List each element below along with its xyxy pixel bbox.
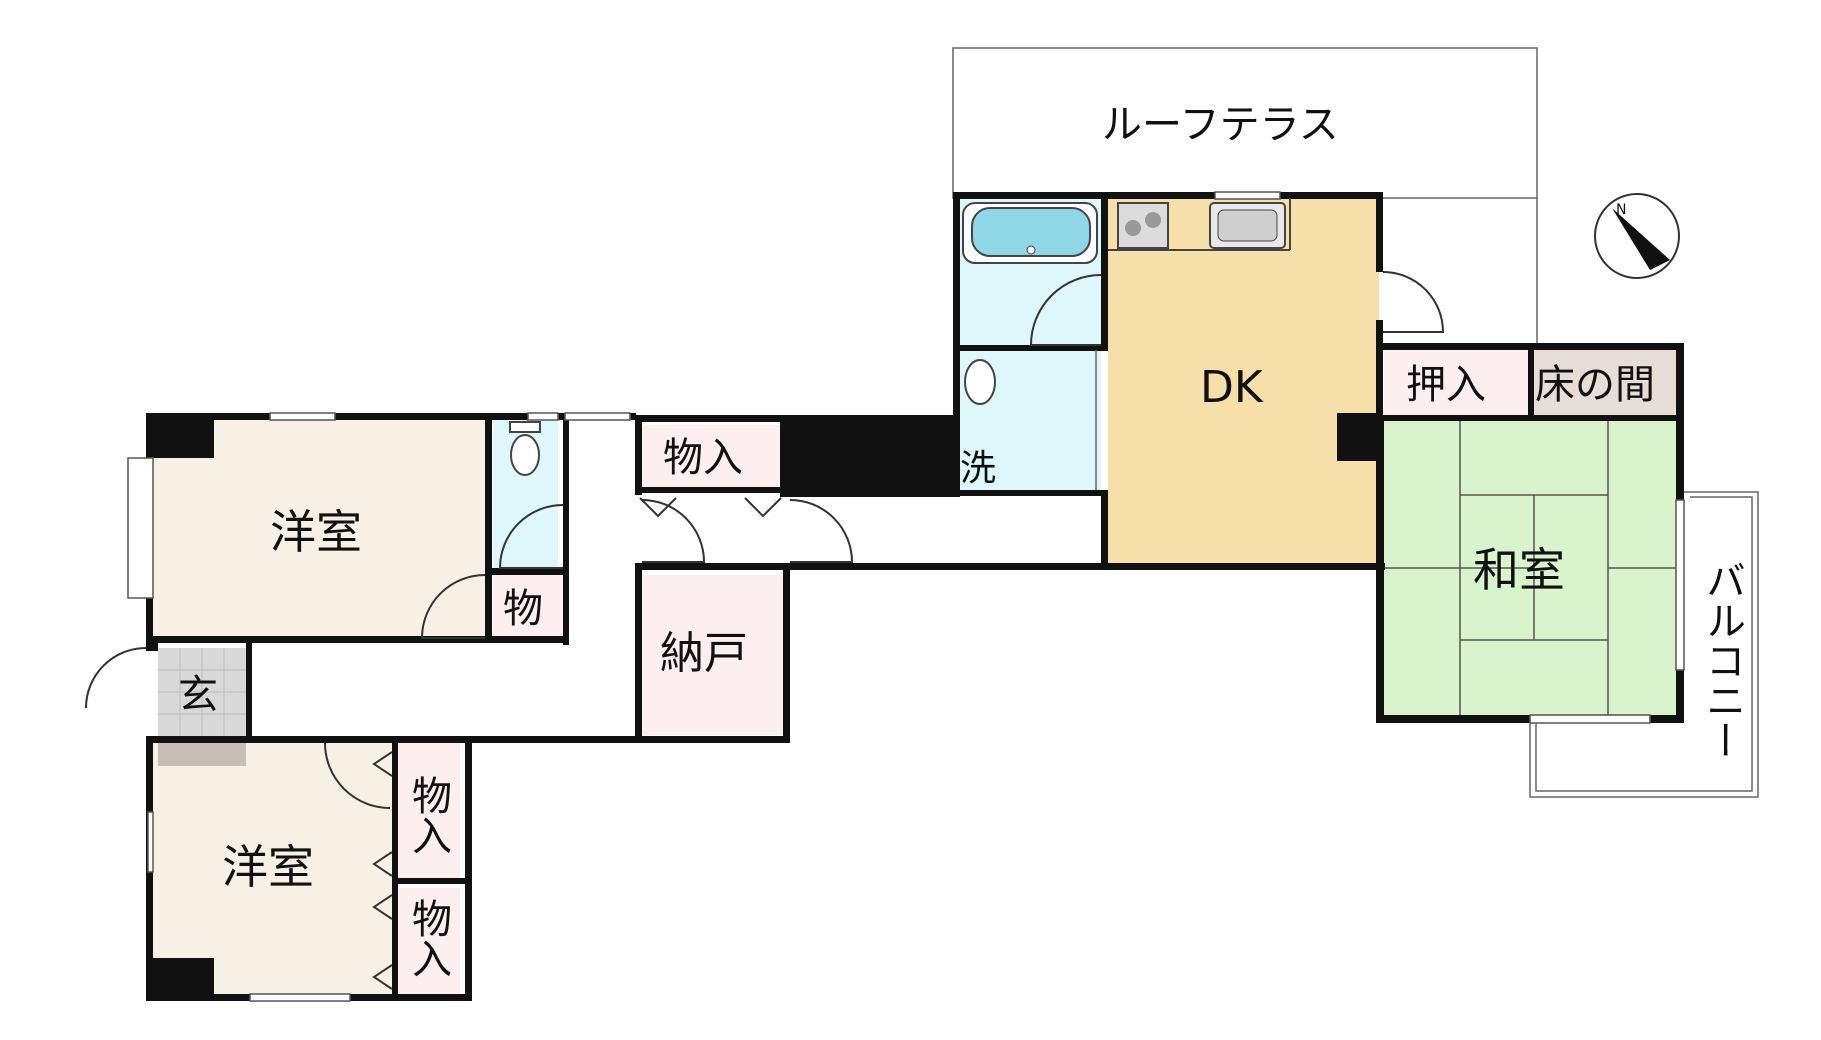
label-wash: 洗 xyxy=(960,448,996,489)
label-storage-toilet: 物 xyxy=(503,586,543,632)
label-washitsu: 和室 xyxy=(1473,543,1565,597)
storage-bottom-1-floor xyxy=(398,743,460,878)
doors xyxy=(85,271,1445,990)
label-oshiire: 押入 xyxy=(1406,362,1486,408)
label-western-room-bottom: 洋室 xyxy=(222,840,314,894)
wash-basin xyxy=(964,359,996,405)
label-tokonoma: 床の間 xyxy=(1535,362,1655,408)
label-storage-bottom-1: 物入 xyxy=(405,775,451,855)
tatami-mats xyxy=(1384,420,1676,715)
nando-floor xyxy=(640,575,783,735)
label-genkan: 玄 xyxy=(178,672,218,718)
label-storage-bottom-2: 物入 xyxy=(405,898,451,978)
western-room-bottom-floor xyxy=(152,743,392,996)
storage-bottom-2-floor xyxy=(398,888,460,996)
genkan-tiles xyxy=(158,648,246,736)
label-nando: 納戸 xyxy=(660,628,748,679)
kitchen-sink xyxy=(1108,198,1291,251)
compass-north-label: N xyxy=(1616,202,1626,218)
label-balcony: バルコニー xyxy=(1699,560,1745,760)
windows xyxy=(127,191,1685,1002)
oshiire-floor xyxy=(1384,350,1528,415)
bathtub xyxy=(962,202,1098,264)
label-western-room-top: 洋室 xyxy=(270,505,362,559)
dk-floor xyxy=(1108,198,1379,565)
toilet-fixture xyxy=(509,421,541,476)
tokonoma-floor xyxy=(1534,350,1676,415)
storage-toilet-floor xyxy=(493,575,563,637)
label-dk: DK xyxy=(1200,362,1264,413)
label-storage-hall: 物入 xyxy=(663,435,743,481)
storage-hall-floor xyxy=(640,425,783,487)
compass-icon: N xyxy=(1594,193,1680,279)
label-roof-terrace: ルーフテラス xyxy=(1102,102,1339,148)
kitchen-stove xyxy=(1117,202,1169,249)
